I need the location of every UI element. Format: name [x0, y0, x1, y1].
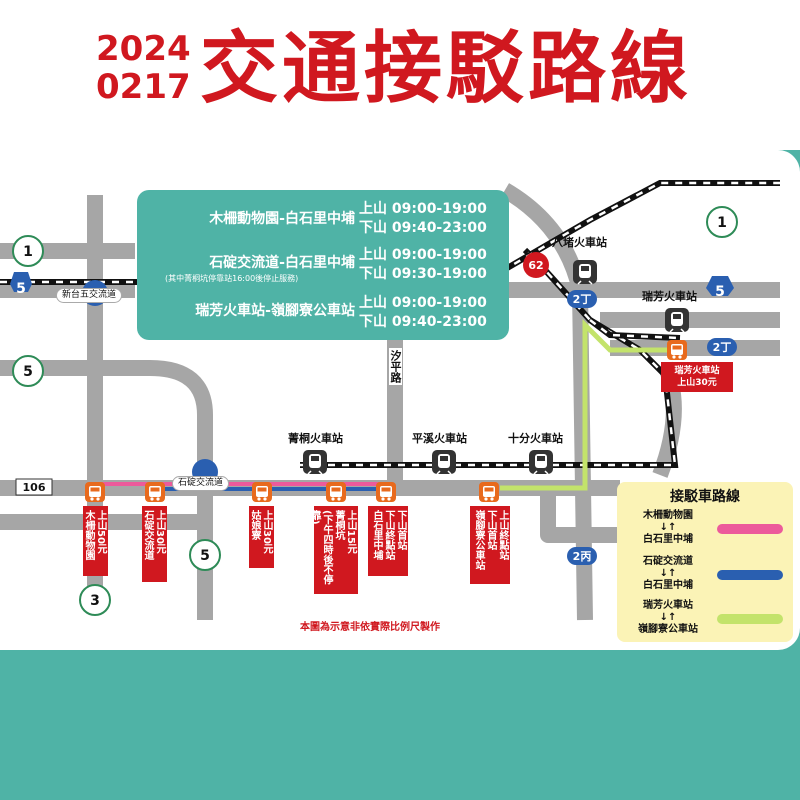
route-62-label: 62 [528, 259, 543, 272]
stop-name: 姑娘寮 [249, 510, 260, 540]
stop-fare: 上山30元 [677, 378, 717, 388]
legend-item: 瑞芳火車站 ↓↑ 嶺腳寮公車站 [623, 600, 713, 636]
stop-name: 白石里中埔 [371, 510, 382, 560]
legend-from: 瑞芳火車站 [643, 600, 693, 611]
xiping-road-label: 汐平路 [389, 348, 402, 385]
stop-note: 下山首站 [485, 510, 496, 550]
schedule-box: 木柵動物園-白石里中埔 上山 09:00-19:00 下山 09:40-23:0… [137, 190, 509, 340]
legend-arrows: ↓↑ [659, 612, 677, 623]
bus-icon [252, 482, 272, 502]
stop-note: 下山終點站 [383, 510, 394, 560]
scale-disclaimer: 本圖為示意非依實際比例尺製作 [300, 622, 440, 633]
road-3-label: 3 [90, 593, 100, 609]
ruifang-station-label: 瑞芳火車站 [642, 290, 697, 303]
stop-name: 木柵動物園 [83, 510, 94, 560]
schedule-down: 下山 09:30-19:00 [359, 266, 487, 282]
stop-fare: 上山15元 [345, 510, 356, 554]
stop-fare: 上山30元 [154, 510, 165, 554]
schedule-down: 下山 09:40-23:00 [359, 314, 487, 330]
stop-box-baishi: 下山首站 下山終點站 白石里中埔 [368, 506, 408, 576]
stop-name: 菁桐坑 [333, 510, 344, 540]
road-2ding-label-b: 2丁 [713, 341, 732, 354]
legend-swatch-green [717, 614, 783, 624]
road-1-left-label: 1 [23, 244, 33, 260]
legend-from: 石碇交流道 [643, 556, 693, 567]
schedule-route: 木柵動物園-白石里中埔 [209, 211, 355, 227]
legend-to: 嶺腳寮公車站 [638, 624, 698, 635]
national-5-right-label: 5 [715, 284, 725, 300]
national-5-left-label: 5 [16, 281, 26, 297]
legend-item: 木柵動物園 ↓↑ 白石里中埔 [623, 510, 713, 546]
train-icon [664, 307, 690, 333]
legend-swatch-blue [717, 570, 783, 580]
stop-note: (下午四時後不停靠) [309, 510, 332, 585]
bus-icon [326, 482, 346, 502]
jingtong-station-label: 菁桐火車站 [288, 432, 343, 445]
schedule-times: 上山 09:00-19:00 下山 09:40-23:00 [359, 200, 487, 238]
bus-icon [667, 340, 687, 360]
date-monthday: 0217 [96, 67, 191, 107]
train-icon [528, 449, 554, 475]
schedule-up: 上山 09:00-19:00 [359, 295, 487, 311]
route-106-sign [15, 478, 53, 496]
schedule-note: (其中菁桐坑停靠站16:00後停止服務) [165, 274, 299, 283]
schedule-up: 上山 09:00-19:00 [359, 201, 487, 217]
stop-name: 石碇交流道 [142, 510, 153, 560]
legend-arrows: ↓↑ [659, 522, 677, 533]
train-icon [302, 449, 328, 475]
stop-fare: 上山30元 [261, 510, 272, 554]
legend-title: 接駁車路線 [670, 489, 740, 505]
legend-item: 石碇交流道 ↓↑ 白石里中埔 [623, 556, 713, 592]
stop-box-gululiao: 上山30元 姑娘寮 [249, 506, 274, 568]
road-1-right-label: 1 [717, 215, 727, 231]
date-year: 2024 [96, 29, 191, 69]
pingxi-station-label: 平溪火車站 [412, 432, 467, 445]
map-panel: 1 1 5 5 3 5 5 106 62 2丁 2丁 2丙 [0, 150, 800, 650]
stop-name: 瑞芳火車站 [674, 366, 720, 376]
bus-icon [479, 482, 499, 502]
train-icon [431, 449, 457, 475]
shifen-station-label: 十分火車站 [508, 432, 563, 445]
bus-icon [85, 482, 105, 502]
schedule-route: 石碇交流道-白石里中埔 [209, 255, 355, 271]
page-title: 交通接駁路線 [200, 24, 693, 114]
stop-fare: 上山50元 [95, 510, 106, 554]
legend-arrows: ↓↑ [659, 568, 677, 579]
schedule-up: 上山 09:00-19:00 [359, 247, 487, 263]
stop-box-ruifang: 瑞芳火車站 上山30元 [661, 362, 733, 392]
stop-box-jingtongkeng: 上山15元 菁桐坑 (下午四時後不停靠) [309, 506, 358, 594]
legend-swatch-pink [717, 524, 783, 534]
legend-to: 白石里中埔 [643, 534, 693, 545]
stop-box-shiding: 上山30元 石碇交流道 [142, 506, 167, 582]
schedule-down: 下山 09:40-23:00 [359, 220, 487, 236]
stop-note: 下山首站 [395, 510, 406, 550]
schedule-times: 上山 09:00-19:00 下山 09:40-23:00 [359, 294, 487, 332]
route-legend: 接駁車路線 木柵動物園 ↓↑ 白石里中埔 石碇交流道 ↓↑ 白石里中埔 瑞芳火車… [617, 482, 793, 642]
road-2bing-label: 2丙 [573, 550, 592, 563]
legend-to: 白石里中埔 [643, 580, 693, 591]
road-5-left-label: 5 [23, 364, 33, 380]
bus-icon [145, 482, 165, 502]
schedule-route: 瑞芳火車站-嶺腳寮公車站 [195, 303, 355, 319]
provincial-shields [12, 206, 738, 616]
legend-from: 木柵動物園 [643, 510, 693, 521]
route-map: 1 1 5 5 3 5 5 106 62 2丁 2丁 2丙 [0, 180, 780, 621]
train-icon [572, 259, 598, 285]
header: 2024 0217 交通接駁路線 [0, 0, 800, 150]
badu-station-label: 八堵火車站 [552, 236, 607, 249]
xintai-interchange-label: 新台五交流道 [56, 288, 123, 303]
schedule-times: 上山 09:00-19:00 下山 09:30-19:00 [359, 246, 487, 284]
shiding-interchange-label: 石碇交流道 [172, 476, 230, 491]
route-106-label: 106 [23, 481, 46, 494]
shield-labels: 1 1 5 5 3 5 5 106 62 2丁 2丁 2丙 [16, 215, 731, 609]
stop-name: 嶺腳寮公車站 [473, 510, 484, 570]
stop-box-lingjiao: 上山終點站 下山首站 嶺腳寮公車站 [470, 506, 510, 584]
road-2ding-label-a: 2丁 [573, 293, 592, 306]
bus-icon [376, 482, 396, 502]
stop-box-muzha: 上山50元 木柵動物園 [83, 506, 108, 576]
stop-note: 上山終點站 [497, 510, 508, 560]
road-5-center-label: 5 [200, 548, 210, 564]
event-date: 2024 0217 [96, 30, 191, 106]
